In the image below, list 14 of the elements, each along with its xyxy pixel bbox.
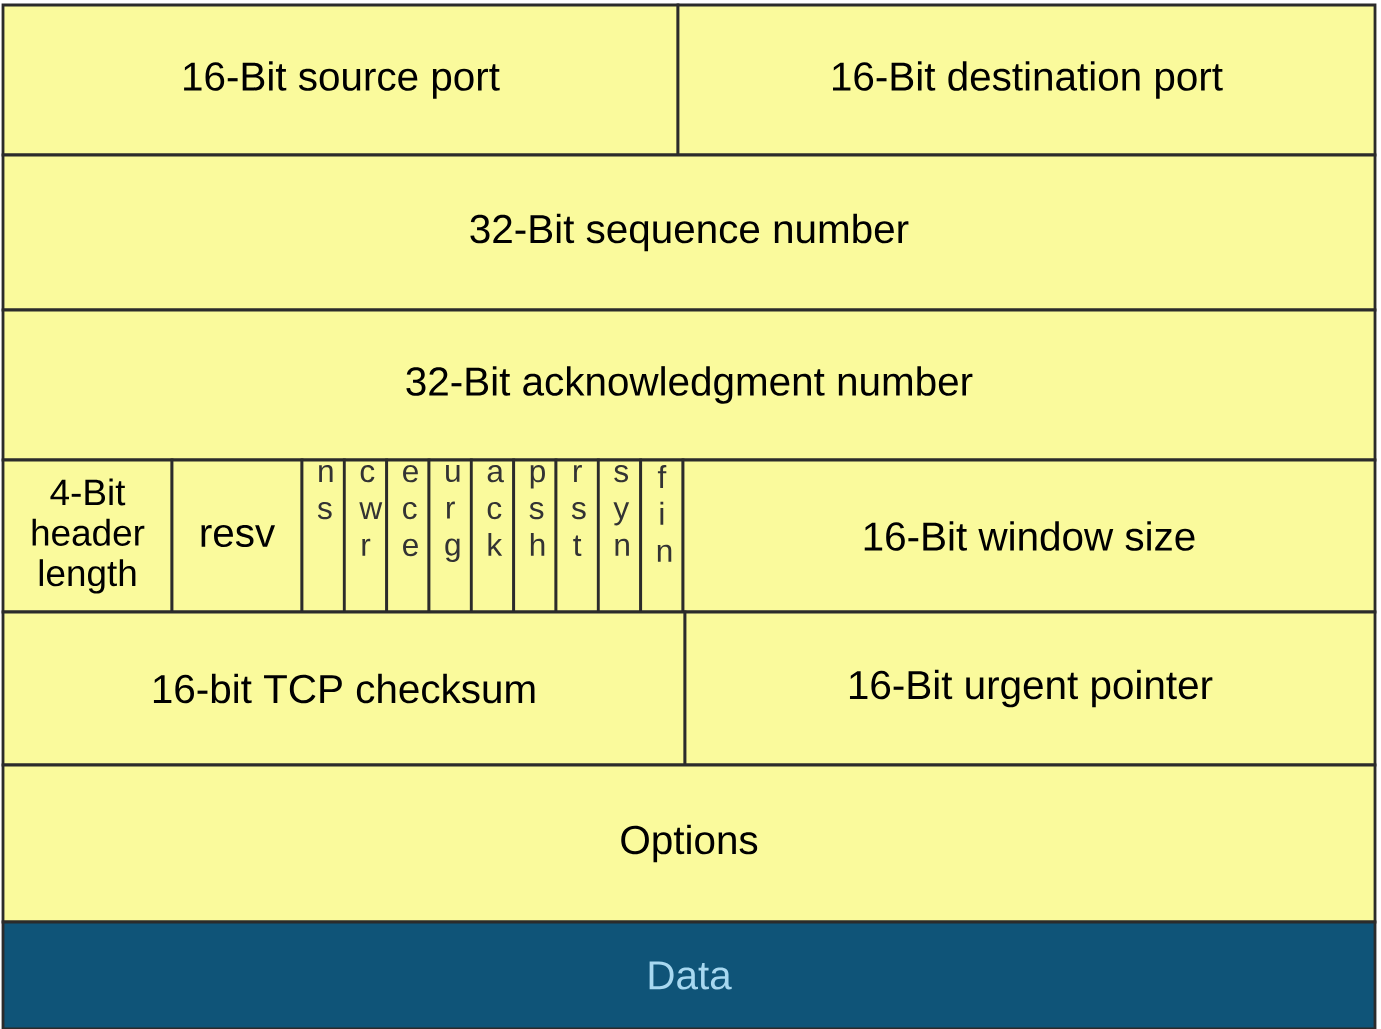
flag-box: ns: [300, 458, 346, 614]
field-box: 16-Bit urgent pointer: [683, 610, 1377, 767]
field-box: 16-Bit destination port: [676, 3, 1377, 157]
field-box: 4-Bit header length: [1, 458, 174, 614]
flag-box: ece: [385, 458, 431, 614]
flag-box: ack: [469, 458, 516, 614]
flag-box: rst: [554, 458, 600, 614]
data-box: Data: [1, 920, 1377, 1029]
flag-box: fin: [639, 458, 685, 614]
flag-box: syn: [596, 458, 643, 614]
flag-box: cwr: [342, 458, 389, 614]
field-box: 16-Bit source port: [1, 3, 680, 157]
flag-box: urg: [427, 458, 473, 614]
flag-box: psh: [512, 458, 558, 614]
